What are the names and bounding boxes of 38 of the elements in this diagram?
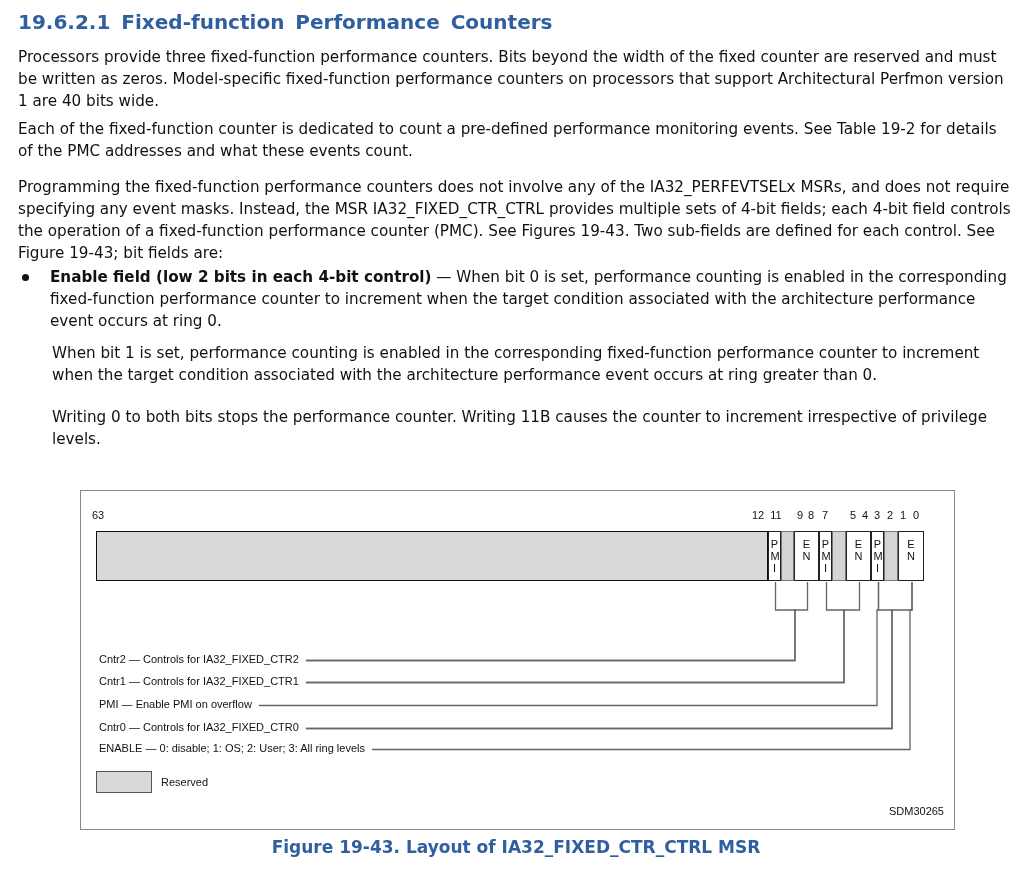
bit-number: 11 — [770, 509, 782, 522]
bit-number: 2 — [886, 509, 894, 522]
paragraph: Processors provide three fixed-function performance counters. Bits beyond the width of the fixed counter are reserved and must be written as zeros. Model-specific fixed-function performance counters on processors that support Architectural Perfmon version 1 are 40 bits wide. — [18, 47, 1005, 112]
leader-text: Cntr0 — Controls for IA32_FIXED_CTR0 — [99, 721, 299, 734]
bit-number: 1 — [899, 509, 907, 522]
bit-number: 3 — [873, 509, 881, 522]
reserved-field — [832, 531, 846, 581]
bit-field: PMI — [871, 531, 884, 581]
reserved-field — [781, 531, 794, 581]
leader-text: Cntr2 — Controls for IA32_FIXED_CTR2 — [99, 653, 299, 666]
bit-field: PMI — [819, 531, 832, 581]
paragraph: When bit 1 is set, performance counting is enabled in the corresponding fixed-function performance counter to increment when the target condition associated with the architecture performance event occurs at ring greater than 0. — [52, 343, 981, 386]
reserved-field — [96, 531, 768, 581]
leader-text: ENABLE — 0: disable; 1: OS; 2: User; 3: All ring levels — [99, 742, 365, 755]
figure-caption: Figure 19-43. Layout of IA32_FIXED_CTR_CTRL MSR — [270, 837, 762, 857]
bit-field: PMI — [768, 531, 781, 581]
bit-number: 12 — [751, 509, 765, 522]
section-heading: 19.6.2.1 Fixed-function Performance Counters — [18, 10, 553, 34]
reserved-field — [884, 531, 898, 581]
bit-number: 0 — [912, 509, 920, 522]
bit-number: 7 — [821, 509, 829, 522]
bit-number: 9 — [796, 509, 804, 522]
leader-text: Cntr1 — Controls for IA32_FIXED_CTR1 — [99, 675, 299, 688]
bullet-paragraph: Enable field (low 2 bits in each 4-bit control) — When bit 0 is set, performance counting is enabled in the corresponding fixed-function performance counter to increment when the target condition associated with the architecture performance event occurs at ring 0. — [50, 267, 1008, 332]
bit-number: 4 — [861, 509, 869, 522]
bit-number: 5 — [849, 509, 857, 522]
bit-field: EN — [794, 531, 819, 581]
leader-text: PMI — Enable PMI on overflow — [99, 698, 252, 711]
paragraph: Each of the fixed-function counter is dedicated to count a pre-defined performance monitoring events. See Table 19-2 for details of the PMC addresses and what these events count. — [18, 119, 998, 162]
legend-text: Reserved — [161, 776, 209, 789]
paragraph: Writing 0 to both bits stops the performance counter. Writing 11B causes the counter to increment irrespective of privilege levels. — [52, 407, 988, 450]
leader-line — [371, 581, 913, 751]
bit-field: EN — [846, 531, 871, 581]
bit-field: EN — [898, 531, 924, 581]
bit-number: 8 — [807, 509, 815, 522]
bit-number: 63 — [91, 509, 105, 522]
paragraph: Programming the fixed-function performance counters does not involve any of the IA32_PERFEVTSELx MSRs, and does not require specifying any event masks. Instead, the MSR IA32_FIXED_CTR_CTRL provides multiple sets of 4-bit fields; each 4-bit field controls the operation of a fixed-function performance counter (PMC). See Figures 19-43. Two sub-fields are defined for each control. See Figure 19-43; bit fields are: — [18, 177, 1012, 264]
figure-id: SDM30265 — [888, 805, 944, 818]
